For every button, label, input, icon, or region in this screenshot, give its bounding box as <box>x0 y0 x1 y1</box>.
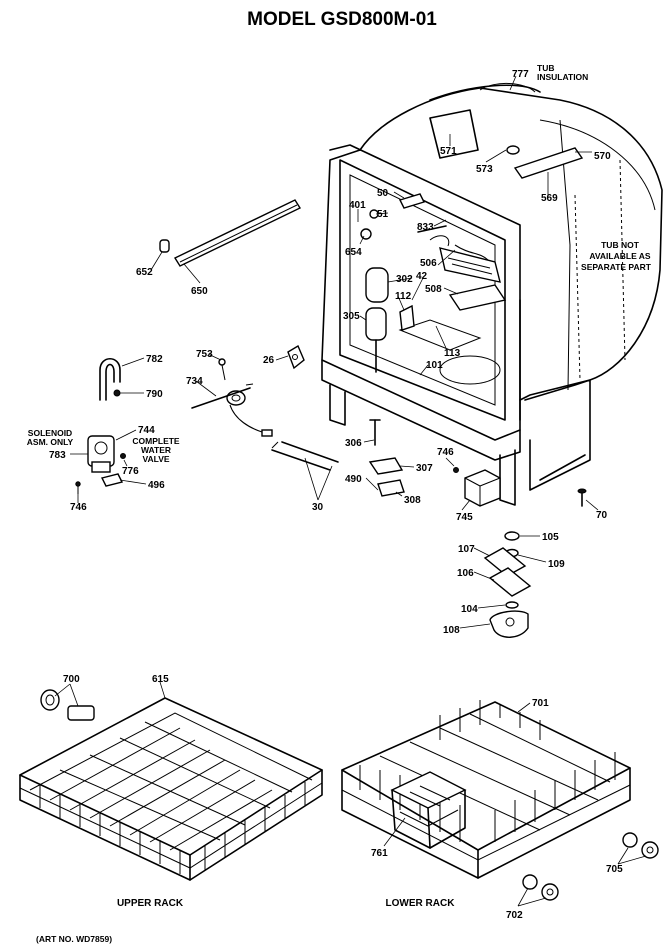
part-label-51: 51 <box>377 209 389 220</box>
bracket-307-308 <box>368 457 405 497</box>
tub-assembly <box>321 83 663 506</box>
rack-wheel-705 <box>622 832 659 859</box>
note-water-valve-2: WATER <box>141 445 171 455</box>
part-label-833: 833 <box>417 222 434 233</box>
rack-wheel-700 <box>40 689 95 721</box>
part-label-705: 705 <box>606 864 623 875</box>
part-label-401: 401 <box>349 200 366 211</box>
part-label-569: 569 <box>541 193 558 204</box>
clamp-790 <box>113 389 121 397</box>
part-label-496: 496 <box>148 480 165 491</box>
water-valve-assembly <box>75 435 126 494</box>
part-label-701: 701 <box>532 698 549 709</box>
part-label-573: 573 <box>476 164 493 175</box>
part-label-70: 70 <box>596 510 608 521</box>
screw-746b <box>453 467 459 473</box>
part-label-702: 702 <box>506 910 523 921</box>
part-label-615: 615 <box>152 674 169 685</box>
part-label-700: 700 <box>63 674 80 685</box>
note-water-valve-3: VALVE <box>142 454 169 464</box>
part-label-101: 101 <box>426 360 443 371</box>
part-label-506: 506 <box>420 258 437 269</box>
note-solenoid-2: ASM. ONLY <box>27 437 74 447</box>
part-callouts: 777 571 573 570 569 50 401 51 833 654 50… <box>49 69 623 921</box>
part-label-790: 790 <box>146 389 163 400</box>
diagram-title: MODEL GSD800M-01 <box>247 9 437 30</box>
note-water-valve-1: COMPLETE <box>132 436 180 446</box>
part-label-782: 782 <box>146 354 163 365</box>
note-tub-not-available-1: TUB NOT <box>601 240 640 250</box>
part-label-105: 105 <box>542 532 559 543</box>
part-label-652: 652 <box>136 267 153 278</box>
part-label-30: 30 <box>312 502 324 513</box>
part-label-306: 306 <box>345 438 362 449</box>
art-number: (ART NO. WD7859) <box>36 934 112 944</box>
vent-rail-650 <box>173 199 302 267</box>
part-label-112: 112 <box>395 291 412 302</box>
screw-70 <box>577 488 587 507</box>
screw-306 <box>369 419 381 446</box>
part-label-571: 571 <box>440 146 457 157</box>
note-tub-insulation-2: INSULATION <box>537 72 588 82</box>
part-label-744: 744 <box>138 425 155 436</box>
clip-652 <box>159 239 170 253</box>
part-label-753: 753 <box>196 349 213 360</box>
part-label-108: 108 <box>443 625 460 636</box>
part-label-109: 109 <box>548 559 565 570</box>
part-label-104: 104 <box>461 604 478 615</box>
part-label-42: 42 <box>416 271 428 282</box>
rack-wheel-702 <box>522 874 559 901</box>
note-tub-not-available-3: SEPARATE PART <box>581 262 652 272</box>
note-tub-not-available-2: AVAILABLE AS <box>589 251 651 261</box>
part-label-734: 734 <box>186 376 203 387</box>
part-label-745: 745 <box>456 512 473 523</box>
pivot-assembly-stack <box>483 531 532 638</box>
note-tub-insulation-1: TUB <box>537 63 554 73</box>
part-label-777: 777 <box>512 69 529 80</box>
part-label-305: 305 <box>343 311 360 322</box>
bracket-26 <box>287 344 305 370</box>
part-label-26: 26 <box>263 355 275 366</box>
hose-782 <box>99 357 121 401</box>
leader-lines <box>54 75 647 907</box>
part-label-106: 106 <box>457 568 474 579</box>
upper-rack-615 <box>19 697 323 881</box>
part-label-761: 761 <box>371 848 388 859</box>
wire-assembly-734 <box>191 358 273 437</box>
part-label-113: 113 <box>444 348 461 359</box>
part-label-776: 776 <box>122 466 139 477</box>
part-label-654: 654 <box>345 247 362 258</box>
note-solenoid-1: SOLENOID <box>28 428 72 438</box>
part-label-746-right: 746 <box>437 447 454 458</box>
part-label-783: 783 <box>49 450 66 461</box>
part-label-50: 50 <box>377 188 389 199</box>
upper-rack-label: UPPER RACK <box>117 898 184 909</box>
part-label-308: 308 <box>404 495 421 506</box>
part-label-490: 490 <box>345 474 362 485</box>
part-label-508: 508 <box>425 284 442 295</box>
part-label-650: 650 <box>191 286 208 297</box>
part-label-107: 107 <box>458 544 475 555</box>
box-745 <box>464 469 501 507</box>
part-label-307: 307 <box>416 463 433 474</box>
part-label-570: 570 <box>594 151 611 162</box>
silverware-basket-761 <box>390 771 467 849</box>
part-label-746-left: 746 <box>70 502 87 513</box>
lower-rack-label: LOWER RACK <box>386 898 456 909</box>
heater-element-30 <box>271 441 339 471</box>
part-label-302: 302 <box>396 274 413 285</box>
